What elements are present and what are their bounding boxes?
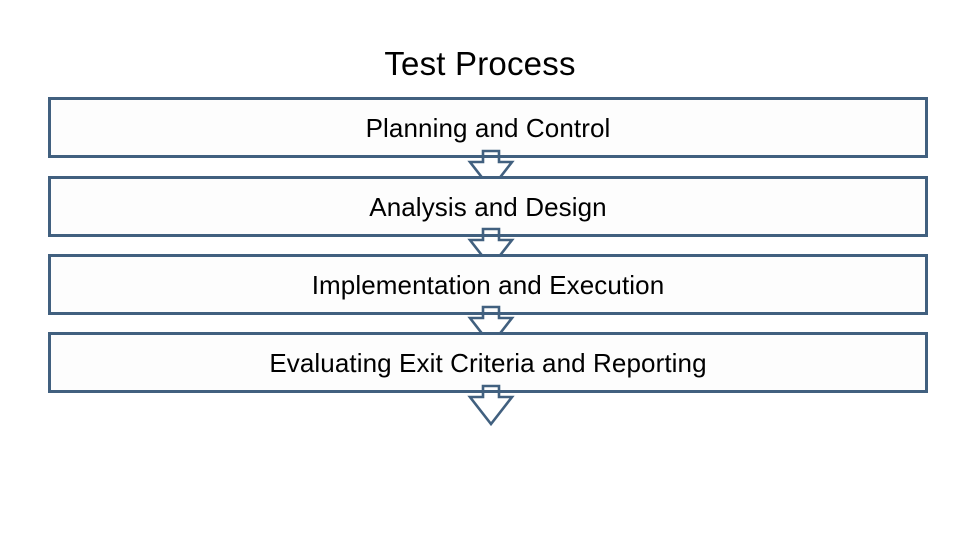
- process-step-box[interactable]: Planning and Control: [48, 97, 928, 158]
- process-step-label: Analysis and Design: [369, 191, 607, 222]
- arrow-down-icon: [467, 149, 515, 192]
- process-step-box[interactable]: Analysis and Design: [48, 176, 928, 237]
- arrow-down-icon: [467, 384, 515, 427]
- arrow-down-icon: [467, 305, 515, 348]
- process-step-label: Evaluating Exit Criteria and Reporting: [269, 347, 707, 378]
- process-step-box[interactable]: Implementation and Execution: [48, 254, 928, 315]
- page-title: Test Process: [384, 45, 576, 82]
- process-step-label: Implementation and Execution: [311, 269, 665, 300]
- arrow-down-icon: [467, 227, 515, 270]
- process-step-box[interactable]: Evaluating Exit Criteria and Reporting: [48, 332, 928, 393]
- process-step-label: Planning and Control: [365, 112, 611, 143]
